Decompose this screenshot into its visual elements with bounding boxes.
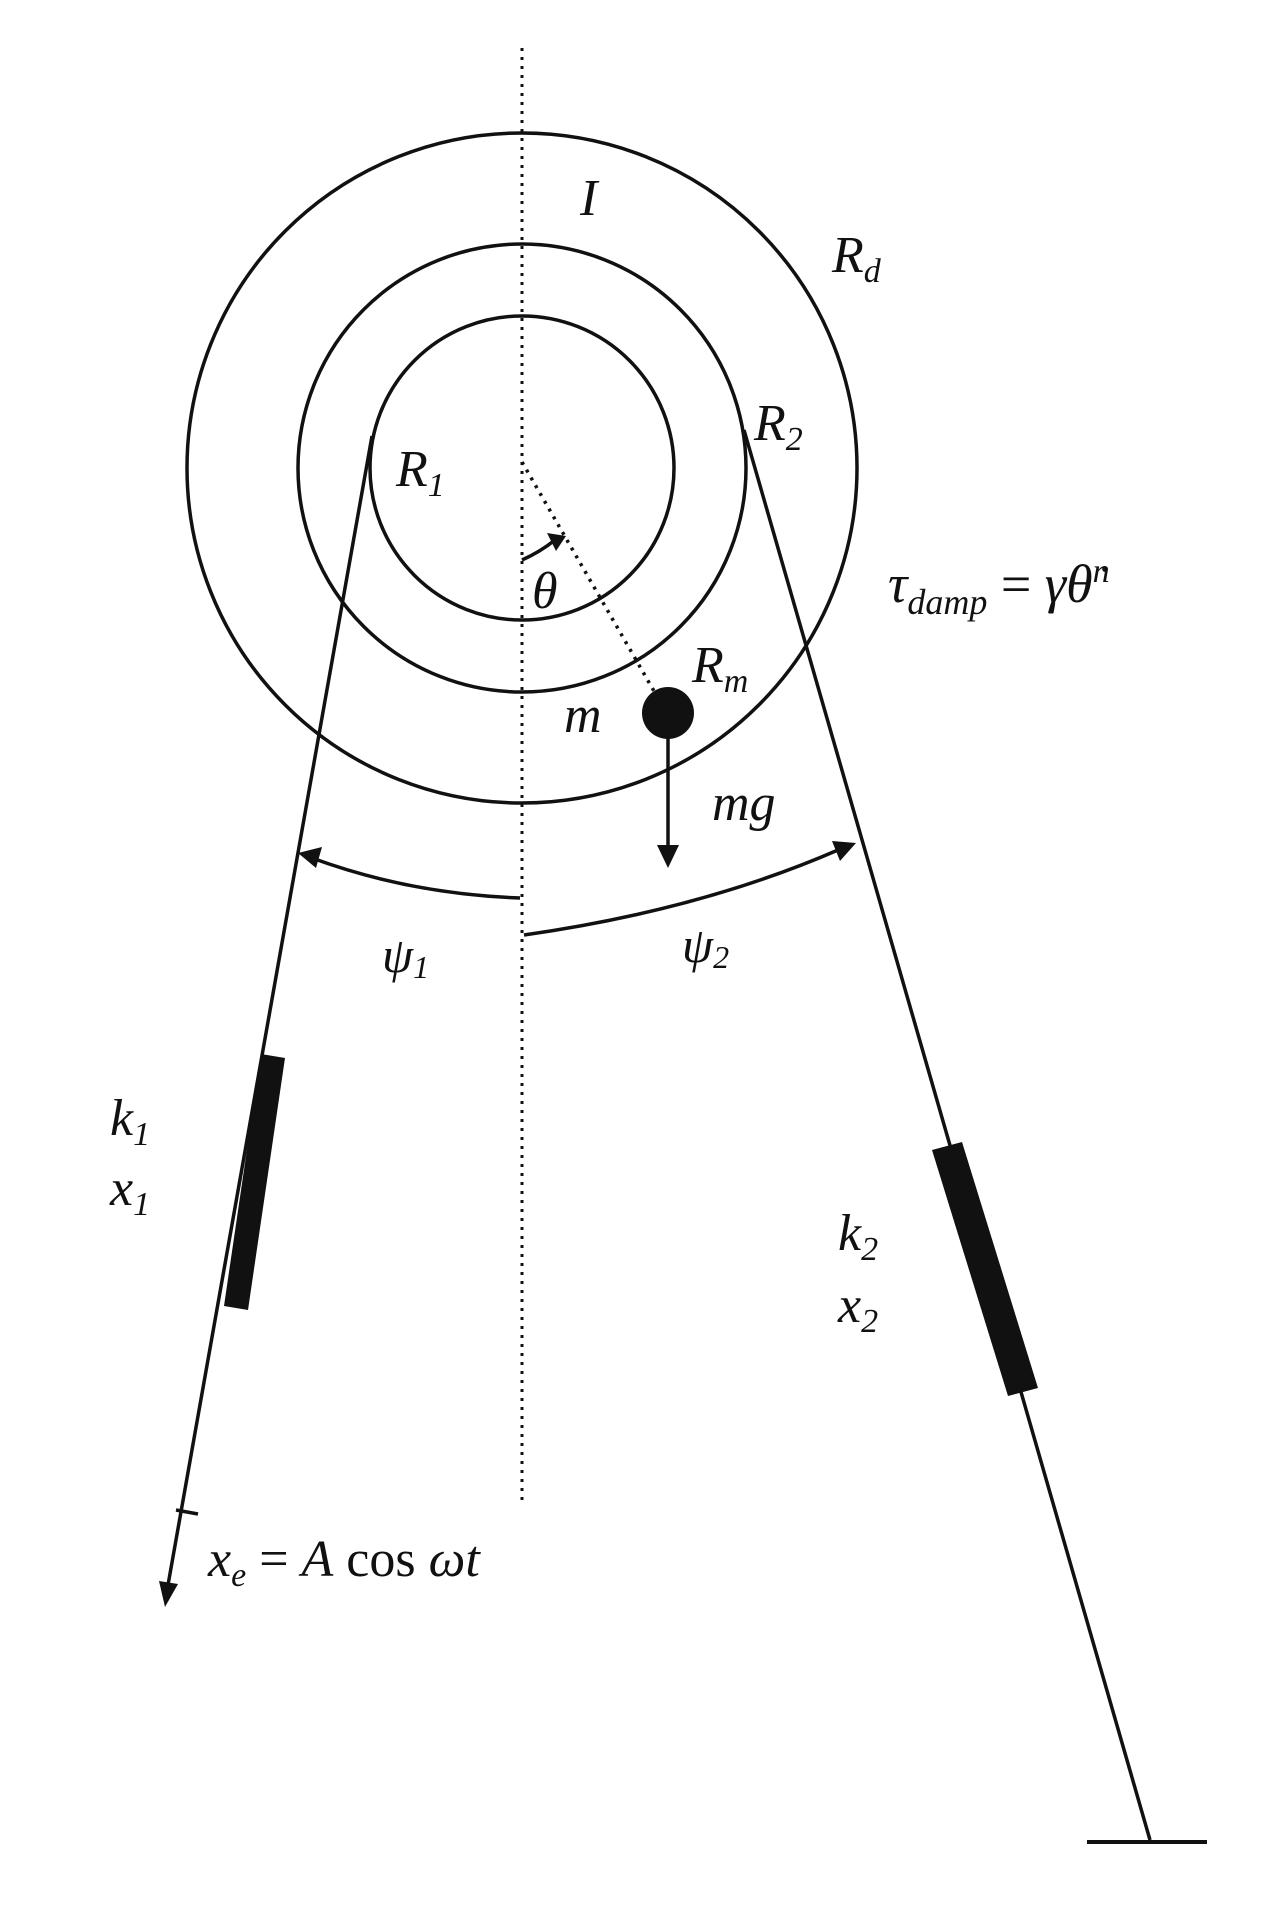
mass-radius-line: [520, 461, 664, 706]
k2-label: k2: [838, 1205, 878, 1268]
psi1-arrowhead: [298, 847, 322, 868]
point-mass: [642, 687, 694, 739]
inertia-label: I: [579, 170, 600, 227]
radius-1-label: R1: [395, 441, 445, 504]
left-spring-k1: [224, 1054, 285, 1310]
k1-label: k1: [110, 1090, 150, 1153]
right-cable: [742, 429, 1152, 1841]
psi-2-label: ψ2: [682, 917, 729, 975]
theta-arrowhead: [547, 533, 566, 551]
left-cable: [166, 435, 374, 1586]
weight-label: mg: [712, 775, 776, 832]
outer-disc-circle: [185, 131, 859, 805]
damping-torque-label: τdamp = γθ̇n: [888, 553, 1110, 622]
excitation-arrowhead: [159, 1581, 178, 1607]
x1-label: x1: [109, 1160, 150, 1223]
psi1-arc: [311, 856, 521, 900]
psi-1-label: ψ1: [382, 927, 429, 985]
disc-radius-label: Rd: [831, 227, 882, 290]
excitation-label: xe = A cos ωt: [207, 1531, 481, 1594]
mass-radius-label: Rm: [691, 637, 748, 700]
psi2-arc: [523, 848, 839, 937]
right-spring-k2: [932, 1142, 1038, 1396]
mass-label: m: [564, 687, 602, 744]
pulley-radius-2-circle: [296, 242, 748, 694]
excitation-tick: [175, 1508, 199, 1516]
psi2-arrowhead: [832, 841, 856, 861]
x2-label: x2: [837, 1277, 878, 1340]
pulley-radius-1-circle: [368, 314, 676, 622]
weight-arrowhead: [657, 845, 679, 868]
radius-2-label: R2: [753, 395, 803, 458]
theta-label: θ: [532, 563, 558, 620]
theta-arc: [521, 538, 557, 562]
